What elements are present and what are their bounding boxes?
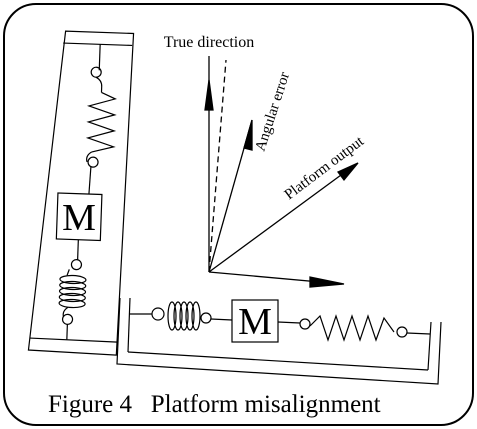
frame-bottom-bar xyxy=(29,337,118,343)
horizontal-mass-label: M xyxy=(238,301,272,343)
vertical-frame xyxy=(27,30,135,356)
horizontal-mass-block xyxy=(231,299,279,343)
true-direction-label: True direction xyxy=(164,34,255,51)
vertical-accelerometer xyxy=(27,30,135,356)
left-hook-icon xyxy=(151,307,165,321)
right-spring-end-hook-icon xyxy=(396,326,408,338)
lower-coil-spring xyxy=(58,274,87,309)
lower-spring-end-hook-icon xyxy=(61,313,74,325)
right-hook-icon xyxy=(299,318,311,330)
lower-hook-icon xyxy=(70,259,83,271)
tray-right-inner-wall xyxy=(427,321,432,371)
vertical-mass-label: M xyxy=(62,197,96,239)
frame-top-bar xyxy=(63,42,133,47)
tilted-axis-arrowhead xyxy=(243,119,253,151)
platform-output-arrowhead xyxy=(336,162,359,182)
upper-spring-end-hook-icon xyxy=(87,156,99,168)
tray-left-inner-wall xyxy=(127,297,131,353)
figure-caption: Figure 4 Platform misalignment xyxy=(48,391,381,418)
right-zigzag-spring xyxy=(309,314,395,342)
left-coil-spring xyxy=(167,301,201,331)
true-direction-arrowhead xyxy=(204,79,214,111)
left-spring-end-hook-icon xyxy=(200,312,212,324)
vector-diagram xyxy=(204,56,359,288)
angular-error-dashed-line xyxy=(208,59,227,273)
figure-border xyxy=(3,3,474,426)
upper-zigzag-spring xyxy=(85,91,118,153)
horizontal-accelerometer xyxy=(116,297,442,385)
horizontal-axis-arrowhead xyxy=(309,276,345,288)
platform-output-label: Platform output xyxy=(282,133,368,203)
platform-output-line xyxy=(208,163,357,273)
upper-hook-icon xyxy=(90,66,102,78)
horizontal-frame xyxy=(116,297,442,385)
angular-error-label: Angular error xyxy=(253,70,294,153)
